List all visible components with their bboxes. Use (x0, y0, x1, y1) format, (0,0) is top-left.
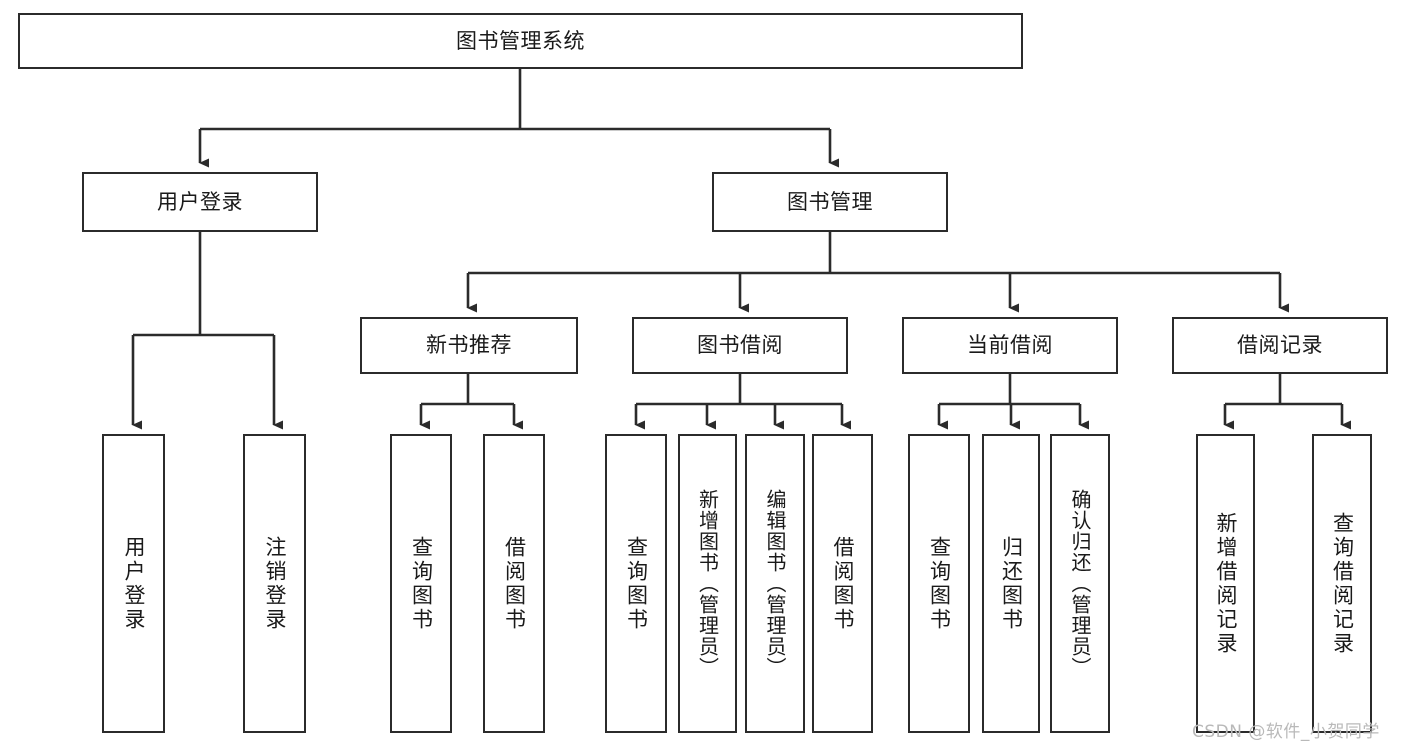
leaf-add-book-admin-label: 新增图书（管理员） (695, 489, 720, 678)
node-current-borrow-label: 当前借阅 (967, 333, 1053, 358)
leaf-edit-book-admin-label: 编辑图书（管理员） (763, 489, 787, 678)
leaf-borrow-book-2-label: 借阅图书 (831, 535, 855, 632)
node-new-book-recommend-label: 新书推荐 (426, 333, 512, 358)
leaf-confirm-return-admin[interactable]: 确认归还（管理员） (1050, 434, 1110, 733)
node-new-book-recommend[interactable]: 新书推荐 (360, 317, 578, 374)
node-user-login[interactable]: 用户登录 (82, 172, 318, 232)
node-root[interactable]: 图书管理系统 (18, 13, 1023, 69)
node-root-label: 图书管理系统 (456, 28, 585, 53)
leaf-add-borrow-record-label: 新增借阅记录 (1214, 511, 1238, 656)
node-book-management-label: 图书管理 (787, 189, 873, 214)
leaf-user-login[interactable]: 用户登录 (102, 434, 165, 733)
leaf-return-book[interactable]: 归还图书 (982, 434, 1040, 733)
node-borrow-records-label: 借阅记录 (1237, 333, 1323, 358)
leaf-add-book-admin[interactable]: 新增图书（管理员） (678, 434, 737, 733)
leaf-query-borrow-record[interactable]: 查询借阅记录 (1312, 434, 1372, 733)
leaf-query-book-2[interactable]: 查询图书 (605, 434, 667, 733)
leaf-borrow-book-1-label: 借阅图书 (502, 535, 527, 632)
leaf-user-logout-label: 注销登录 (263, 535, 287, 632)
node-user-login-label: 用户登录 (157, 189, 243, 214)
leaf-add-borrow-record[interactable]: 新增借阅记录 (1196, 434, 1255, 733)
node-borrow-records[interactable]: 借阅记录 (1172, 317, 1388, 374)
leaf-edit-book-admin[interactable]: 编辑图书（管理员） (745, 434, 805, 733)
node-current-borrow[interactable]: 当前借阅 (902, 317, 1118, 374)
leaf-query-book-1[interactable]: 查询图书 (390, 434, 452, 733)
node-book-borrow[interactable]: 图书借阅 (632, 317, 848, 374)
leaf-query-borrow-record-label: 查询借阅记录 (1330, 511, 1355, 656)
leaf-user-logout[interactable]: 注销登录 (243, 434, 306, 733)
node-book-management[interactable]: 图书管理 (712, 172, 948, 232)
leaf-confirm-return-admin-label: 确认归还（管理员） (1068, 489, 1092, 678)
leaf-query-book-2-label: 查询图书 (624, 535, 649, 632)
leaf-query-book-1-label: 查询图书 (409, 535, 434, 632)
leaf-user-login-label: 用户登录 (122, 535, 146, 632)
leaf-return-book-label: 归还图书 (999, 535, 1024, 632)
leaf-borrow-book-1[interactable]: 借阅图书 (483, 434, 545, 733)
node-book-borrow-label: 图书借阅 (697, 333, 783, 358)
leaf-query-book-3-label: 查询图书 (927, 535, 952, 632)
leaf-query-book-3[interactable]: 查询图书 (908, 434, 970, 733)
csdn-watermark: CSDN @软件_小贺同学 (1192, 722, 1380, 742)
leaf-borrow-book-2[interactable]: 借阅图书 (812, 434, 873, 733)
